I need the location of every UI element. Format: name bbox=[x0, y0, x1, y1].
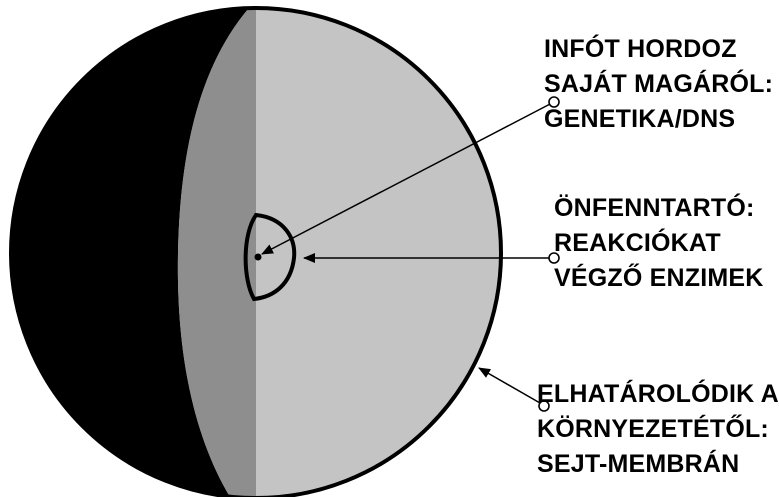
label-membrane: ELHATÁROLÓDIK A KÖRNYEZETÉTŐL: SEJT-MEMB… bbox=[537, 377, 779, 482]
pointer-membrane-anchor bbox=[538, 400, 550, 412]
label-enzymes-line-3: VÉGZŐ ENZIMEK bbox=[554, 264, 764, 292]
cell-membrane-outline bbox=[9, 6, 503, 497]
enzyme-compartment bbox=[243, 212, 297, 302]
label-enzymes-line-2: REAKCIÓKAT bbox=[554, 229, 721, 257]
sphere-shadow bbox=[11, 8, 256, 497]
label-genetics-line-1: INFÓT HORDOZ bbox=[544, 35, 737, 63]
label-enzymes-line-1: ÖNFENNTARTÓ: bbox=[554, 194, 755, 222]
label-enzymes: ÖNFENNTARTÓ: REAKCIÓKAT VÉGZŐ ENZIMEK bbox=[554, 191, 764, 296]
pointer-genetics bbox=[261, 102, 553, 255]
pointer-lines bbox=[261, 96, 560, 412]
label-membrane-line-3: SEJT-MEMBRÁN bbox=[537, 450, 740, 478]
dna-dot bbox=[254, 253, 262, 261]
pointer-genetics-anchor bbox=[548, 96, 560, 108]
label-membrane-line-2: KÖRNYEZETÉTŐL: bbox=[537, 415, 769, 443]
sphere-cut-face bbox=[177, 8, 256, 497]
label-genetics-line-2: SAJÁT MAGÁRÓL: bbox=[544, 70, 774, 98]
pointer-enzymes-anchor bbox=[548, 252, 560, 264]
label-genetics-line-3: GENETIKA/DNS bbox=[544, 105, 736, 133]
label-membrane-line-1: ELHATÁROLÓDIK A bbox=[537, 380, 779, 408]
pointer-membrane bbox=[478, 367, 541, 404]
label-genetics: INFÓT HORDOZ SAJÁT MAGÁRÓL: GENETIKA/DNS bbox=[544, 32, 773, 137]
